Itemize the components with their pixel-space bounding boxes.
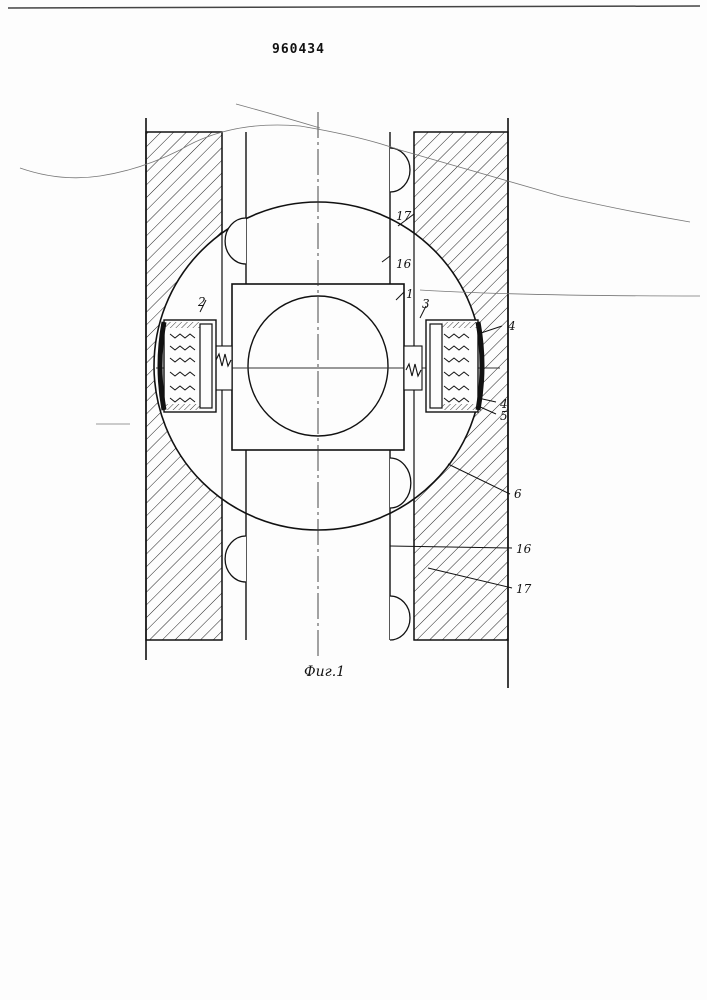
callout-16-lower: 16 — [516, 542, 532, 556]
callout-4-upper: 4 — [507, 319, 516, 333]
callout-17-lower: 17 — [516, 582, 532, 596]
callout-2: 2 — [197, 295, 206, 309]
figure-caption: Фиг.1 — [304, 664, 345, 680]
callout-3: 3 — [422, 297, 430, 311]
callout-5: 5 — [500, 409, 508, 423]
left-pad-assembly — [160, 320, 216, 412]
callout-6: 6 — [514, 487, 522, 501]
callout-16-upper: 16 — [396, 257, 412, 271]
page-top-rule — [8, 6, 700, 8]
right-spring — [404, 346, 422, 390]
right-pad-assembly — [426, 320, 482, 412]
callout-1: 1 — [406, 287, 414, 301]
callout-17-upper: 17 — [396, 209, 412, 223]
